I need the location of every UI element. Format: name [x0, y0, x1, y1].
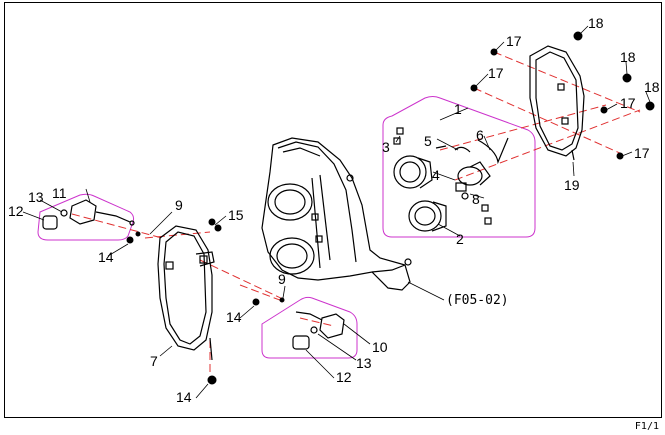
lower-lamp [408, 200, 442, 232]
callout-12b: 12 [336, 369, 352, 385]
callout-1: 1 [454, 101, 462, 117]
centerlines [71, 51, 641, 378]
callout-11: 11 [52, 185, 67, 201]
upper-lamp [393, 155, 427, 189]
callout-labels: 1 2 3 4 5 6 7 8 9 9 10 11 12 12 13 13 14… [8, 15, 660, 405]
mount-bracket-left [157, 225, 215, 361]
callout-10: 10 [372, 339, 388, 355]
callout-14c: 14 [176, 389, 192, 405]
headlight-lamps [393, 127, 509, 232]
callout-13b: 13 [356, 355, 372, 371]
callout-13a: 13 [28, 189, 44, 205]
callout-18a: 18 [588, 15, 604, 31]
leader-lines [22, 25, 651, 399]
callout-18c: 18 [644, 79, 660, 95]
callout-17b: 17 [488, 65, 504, 81]
callout-15: 15 [228, 207, 244, 223]
callout-12a: 12 [8, 203, 24, 219]
left-turn-signal [42, 199, 135, 230]
callout-3: 3 [382, 139, 390, 155]
group-outline-right-turn [261, 296, 358, 359]
callout-17c: 17 [620, 95, 636, 111]
callout-7: 7 [150, 353, 158, 369]
right-turn-signal [292, 311, 345, 350]
callout-19: 19 [564, 177, 580, 193]
callout-14a: 14 [98, 249, 114, 265]
callout-5: 5 [424, 133, 432, 149]
reference-label: (F05-02) [446, 293, 509, 308]
callout-4: 4 [432, 167, 440, 183]
callout-18b: 18 [620, 49, 636, 65]
callout-9b: 9 [278, 271, 286, 287]
mount-bracket-right [529, 45, 585, 161]
callout-2: 2 [456, 231, 464, 247]
drawing-frame [4, 2, 662, 418]
group-outline-headlight [382, 96, 536, 238]
callout-14b: 14 [226, 309, 242, 325]
callout-9a: 9 [175, 197, 183, 213]
fasteners [126, 31, 655, 385]
sheet-number: F1/1 [634, 421, 659, 432]
group-outline-left-turn [37, 193, 135, 241]
callout-17a: 17 [506, 33, 522, 49]
headlight-housing [261, 137, 412, 291]
callout-8: 8 [472, 191, 480, 207]
group-outlines [37, 96, 536, 359]
callout-6: 6 [476, 127, 484, 143]
callout-17d: 17 [634, 145, 650, 161]
